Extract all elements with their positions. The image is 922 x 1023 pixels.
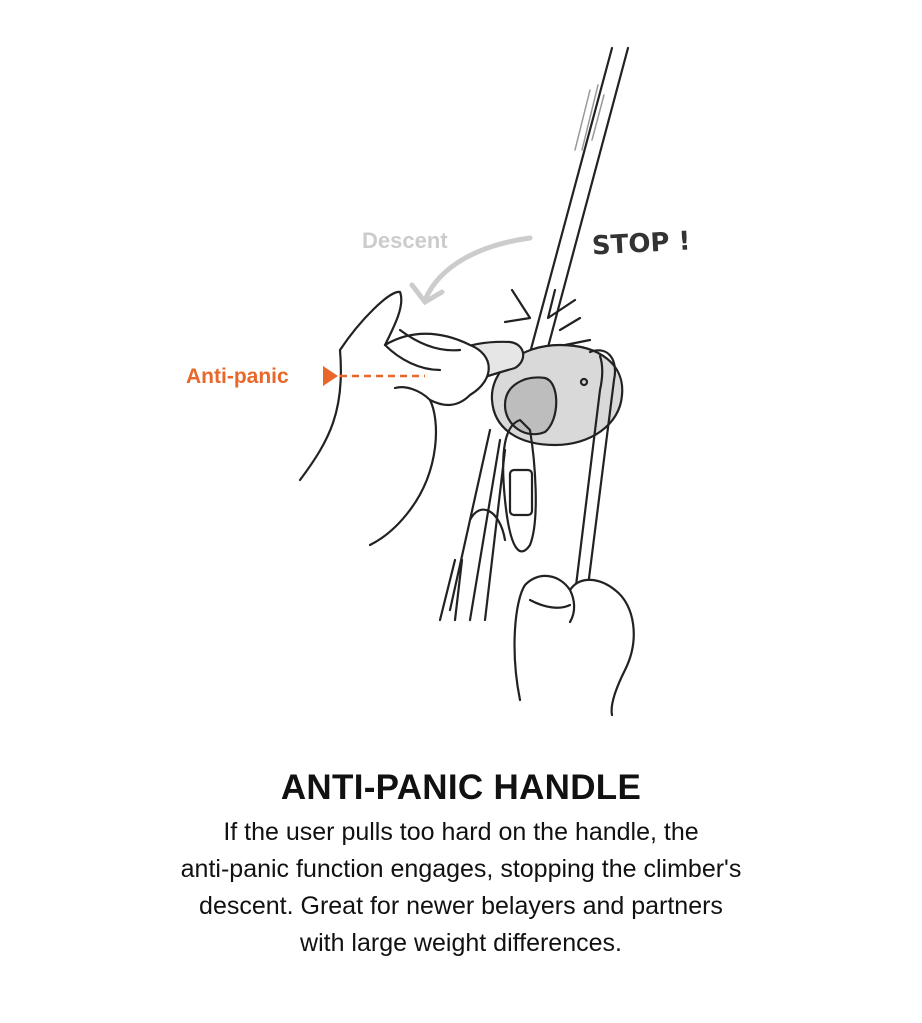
feature-description: If the user pulls too hard on the handle… bbox=[0, 814, 922, 962]
rope-brake-side bbox=[571, 349, 617, 612]
description-line: with large weight differences. bbox=[300, 929, 622, 957]
harness bbox=[438, 428, 507, 622]
descent-label: Descent bbox=[362, 228, 448, 253]
left-hand bbox=[298, 290, 490, 547]
pointer-arrow-icon bbox=[323, 366, 338, 386]
right-hand bbox=[513, 574, 635, 717]
description-line: anti-panic function engages, stopping th… bbox=[180, 855, 742, 883]
rope-climber-side bbox=[518, 46, 630, 394]
motion-lines bbox=[574, 84, 605, 151]
stop-label: STOP ! bbox=[591, 226, 691, 261]
descent-arrow-icon bbox=[409, 235, 533, 306]
feature-title: ANTI-PANIC HANDLE bbox=[280, 768, 642, 807]
description-line: If the user pulls too hard on the handle… bbox=[223, 818, 699, 846]
impact-marks bbox=[503, 288, 592, 347]
carabiner bbox=[502, 418, 537, 553]
description-line: descent. Great for newer belayers and pa… bbox=[199, 892, 723, 920]
belay-device-illustration: Descent STOP ! Anti-panic bbox=[186, 46, 691, 717]
anti-panic-label: Anti-panic bbox=[186, 365, 289, 388]
